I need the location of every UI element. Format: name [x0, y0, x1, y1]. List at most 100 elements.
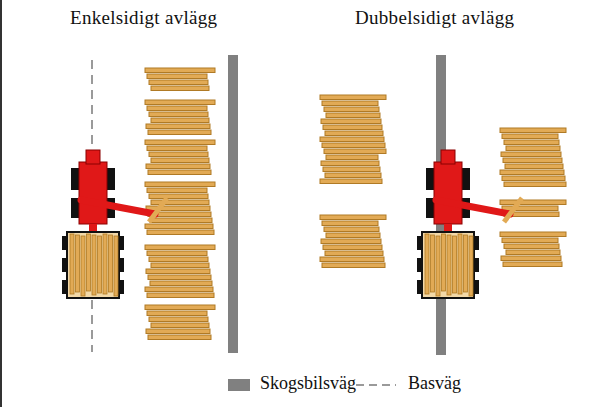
log — [145, 305, 215, 310]
log — [70, 234, 74, 294]
log — [151, 118, 209, 123]
forwarder — [62, 150, 167, 298]
tractor-body — [79, 162, 107, 224]
tire — [107, 168, 115, 190]
panel-heading: Dubbelsidigt avlägg — [355, 8, 514, 29]
log — [149, 257, 208, 262]
joint — [89, 224, 97, 232]
frame-edge — [0, 0, 2, 407]
log — [500, 200, 566, 205]
tractor-body — [434, 162, 462, 224]
log — [147, 106, 207, 111]
log — [323, 125, 382, 130]
tractor-hood — [441, 150, 455, 164]
log — [504, 182, 566, 187]
log — [442, 234, 446, 291]
log — [324, 107, 379, 112]
log — [326, 233, 380, 238]
legend-text: Skogsbilsväg — [260, 374, 356, 394]
log — [321, 119, 381, 124]
log — [464, 235, 468, 292]
log — [151, 158, 209, 163]
log — [150, 218, 212, 223]
log — [320, 95, 386, 100]
forest-road — [228, 55, 238, 353]
log — [325, 173, 381, 178]
legend-text: Basväg — [408, 374, 461, 394]
log — [320, 257, 384, 262]
crane-boom — [81, 200, 155, 214]
log-piles — [145, 68, 566, 340]
log — [504, 244, 559, 249]
log — [149, 152, 208, 157]
log — [325, 131, 383, 136]
log — [506, 146, 560, 151]
log — [146, 164, 210, 169]
log — [500, 232, 566, 237]
log — [81, 236, 85, 296]
log — [87, 234, 91, 291]
panel-heading: Enkelsidigt avlägg — [70, 8, 217, 29]
tractor-hood — [86, 150, 100, 164]
log — [147, 74, 207, 79]
log — [502, 176, 565, 181]
log — [148, 130, 211, 135]
log — [320, 215, 386, 220]
log — [323, 245, 382, 250]
log — [147, 311, 207, 316]
log — [146, 329, 210, 334]
crane-boom — [436, 200, 510, 214]
log — [504, 140, 559, 145]
log — [145, 68, 215, 73]
log — [500, 170, 564, 175]
log — [148, 170, 211, 175]
log — [425, 234, 429, 294]
log — [92, 235, 96, 295]
log — [503, 158, 562, 163]
log — [506, 250, 560, 255]
log — [147, 188, 207, 193]
log — [148, 275, 211, 280]
log — [321, 239, 381, 244]
log — [321, 161, 379, 166]
log — [145, 287, 213, 292]
legend-swatch — [228, 379, 250, 391]
log — [447, 235, 451, 295]
trailer — [422, 232, 474, 298]
tire — [426, 168, 434, 190]
log — [431, 235, 435, 292]
log — [501, 256, 561, 261]
log — [109, 235, 113, 292]
log — [151, 86, 209, 91]
joint — [444, 224, 452, 232]
log — [146, 269, 210, 274]
log — [326, 113, 380, 118]
log — [320, 137, 384, 142]
log — [324, 149, 386, 154]
log — [503, 262, 562, 267]
log — [103, 234, 107, 294]
log — [323, 167, 380, 172]
log — [502, 238, 558, 243]
log — [453, 236, 457, 293]
log — [326, 155, 378, 160]
log — [148, 335, 211, 340]
log — [147, 251, 207, 256]
log — [147, 146, 207, 151]
trailer — [67, 232, 119, 298]
forwarder — [417, 150, 522, 298]
log — [436, 236, 440, 296]
tire — [71, 168, 79, 190]
log — [151, 263, 209, 268]
log — [322, 101, 378, 106]
log — [149, 317, 208, 322]
log — [325, 251, 383, 256]
log — [502, 134, 558, 139]
log — [114, 236, 118, 296]
log — [149, 112, 208, 117]
log — [147, 293, 214, 298]
grapple — [149, 198, 167, 222]
log — [149, 194, 208, 199]
